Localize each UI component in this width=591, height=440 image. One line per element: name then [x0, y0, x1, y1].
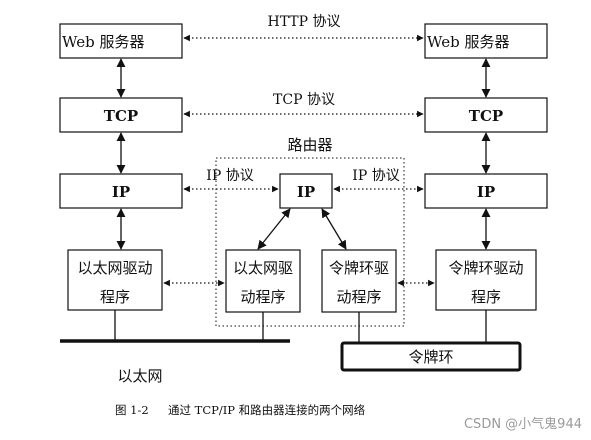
right-ip-label: IP — [477, 183, 495, 201]
right-tcp-box — [424, 97, 548, 133]
left-web-server-box — [59, 23, 183, 59]
http-protocol-label: HTTP 协议 — [267, 14, 340, 30]
right-token-ring-driver-line2: 程序 — [471, 288, 501, 306]
ip-right-protocol-label: IP 协议 — [352, 168, 399, 184]
right-tcp-label: TCP — [469, 107, 503, 125]
right-token-ring-driver-box — [435, 249, 537, 311]
router-ethernet-driver-line1: 以太网驱 — [233, 259, 293, 277]
router-token-ring-driver-box — [321, 249, 397, 313]
figure-number: 图 1-2 — [115, 403, 149, 417]
token-ring-label: 令牌环 — [408, 348, 453, 366]
router-ip-box — [279, 173, 333, 209]
right-ip-box — [424, 173, 548, 209]
tcp-protocol-label: TCP 协议 — [273, 92, 335, 108]
left-ethernet-driver-line1: 以太网驱动 — [77, 259, 152, 277]
router-ethernet-driver-box — [225, 249, 301, 313]
left-web-server-label: Web 服务器 — [62, 33, 144, 51]
left-ip-box — [59, 173, 183, 209]
left-ethernet-driver-line2: 程序 — [100, 288, 130, 306]
right-token-ring-driver-line1: 令牌环驱动 — [448, 259, 523, 277]
router-label: 路由器 — [287, 136, 332, 154]
ip-left-protocol-label: IP 协议 — [206, 168, 253, 184]
left-tcp-box — [59, 97, 183, 133]
figure-caption: 通过 TCP/IP 和路由器连接的两个网络 — [168, 403, 366, 417]
router-token-ring-driver-line2: 动程序 — [336, 288, 381, 306]
token-ring-network — [340, 341, 522, 372]
left-ethernet-driver-box — [67, 249, 163, 311]
router-ip-tokenring-arrow — [321, 208, 347, 250]
ethernet-label: 以太网 — [117, 367, 162, 385]
left-tcp-label: TCP — [104, 107, 138, 125]
right-web-server-box — [424, 23, 548, 59]
router-ip-ethernet-arrow — [257, 208, 291, 250]
left-ip-label: IP — [112, 183, 130, 201]
right-web-server-label: Web 服务器 — [427, 33, 509, 51]
router-token-ring-driver-line1: 令牌环驱 — [329, 259, 389, 277]
router-ip-label: IP — [297, 183, 315, 201]
router-frame — [215, 157, 405, 327]
router-ethernet-driver-line2: 动程序 — [240, 288, 285, 306]
watermark: CSDN @小气鬼944 — [464, 416, 582, 432]
